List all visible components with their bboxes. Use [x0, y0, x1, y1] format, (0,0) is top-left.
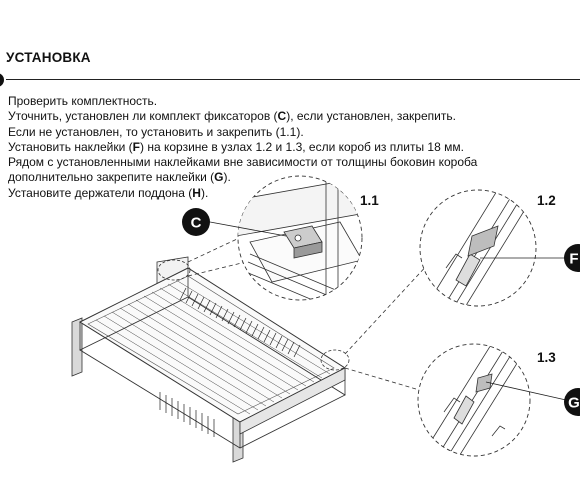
- instruction-text: Рядом с установленными наклейками вне за…: [8, 155, 478, 170]
- part-code: F: [132, 139, 141, 154]
- instruction-list: Проверить комплектность.Уточнить, устано…: [8, 94, 568, 201]
- detail-1-3-view: [417, 343, 567, 457]
- instruction-line-stickers-g-1: Рядом с установленными наклейками вне за…: [8, 155, 568, 170]
- instruction-line-check: Проверить комплектность.: [8, 94, 568, 109]
- part-code: C: [277, 109, 287, 124]
- callout-g: G: [564, 388, 580, 416]
- instruction-text: ), если установлен, закрепить.: [286, 109, 456, 124]
- detail-1-1-view: [209, 175, 363, 301]
- instruction-text: Проверить комплектность.: [8, 94, 158, 108]
- instruction-line-clamps: Уточнить, установлен ли комплект фиксато…: [8, 109, 568, 124]
- callout-f: F: [564, 244, 580, 272]
- detail-label-1-1: 1.1: [360, 193, 379, 208]
- detail-label-1-3: 1.3: [537, 350, 556, 365]
- callout-c-letter: C: [191, 215, 202, 232]
- section-title: УСТАНОВКА: [6, 50, 91, 65]
- instruction-text: Уточнить, установлен ли комплект фиксато…: [8, 109, 278, 124]
- instruction-line-stickers-f: Установить наклейки (F) на корзине в узл…: [8, 140, 568, 155]
- instruction-text: Установите держатели поддона (: [8, 185, 193, 200]
- dish-basket-drawing: [71, 231, 431, 463]
- callout-g-letter: G: [568, 395, 580, 412]
- detail-label-1-2: 1.2: [537, 193, 556, 208]
- instruction-text: дополнительно закрепите наклейки (: [8, 170, 215, 185]
- instruction-text: Установить наклейки (: [8, 139, 133, 154]
- part-code: H: [192, 185, 201, 200]
- instruction-line-clamps-missing: Если не установлен, то установить и закр…: [8, 125, 568, 140]
- part-code: G: [214, 170, 224, 185]
- instruction-line-holders: Установите держатели поддона (H).: [8, 186, 568, 201]
- instruction-text: ).: [200, 185, 209, 200]
- instruction-text: ).: [223, 170, 231, 185]
- instruction-line-stickers-g-2: дополнительно закрепите наклейки (G).: [8, 170, 568, 185]
- instruction-text: Если не установлен, то установить и закр…: [8, 124, 304, 139]
- callout-f-letter: F: [569, 251, 578, 268]
- detail-1-2-view: [419, 189, 566, 307]
- step-marker: [0, 73, 4, 87]
- instruction-text: ) на корзине в узлах 1.2 и 1.3, если кор…: [140, 139, 464, 154]
- callout-c: C: [182, 208, 210, 236]
- section-divider: [6, 79, 580, 80]
